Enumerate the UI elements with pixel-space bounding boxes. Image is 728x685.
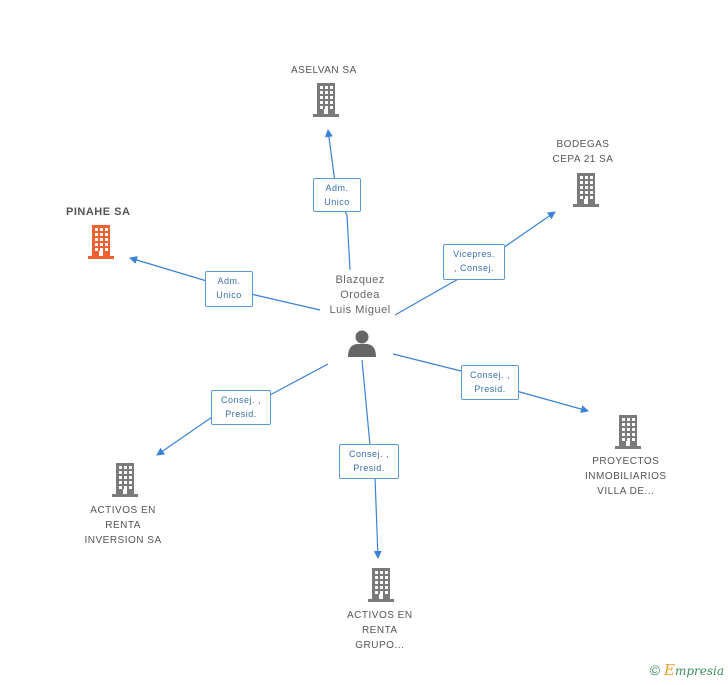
edge-label-bodegas[interactable]: Vicepres. , Consej. — [443, 244, 505, 280]
company-label-bodegas[interactable]: BODEGAS CEPA 21 SA — [553, 137, 614, 167]
brand-e: E — [663, 661, 675, 679]
building-icon-bodegas[interactable] — [573, 173, 599, 207]
company-label-activos-grupo[interactable]: ACTIVOS EN RENTA GRUPO... — [347, 608, 413, 653]
person-name-line: Blazquez — [335, 274, 385, 286]
company-label-proyectos-line: INMOBILIARIOS — [585, 471, 667, 482]
company-label-proyectos[interactable]: PROYECTOS INMOBILIARIOS VILLA DE... — [585, 454, 667, 499]
edge-role-text: Presid. — [474, 384, 506, 394]
building-icon-proyectos[interactable] — [615, 415, 641, 449]
edge-label-activos-grupo[interactable]: Consej. , Presid. — [339, 444, 399, 479]
person-name-line: Orodea — [340, 289, 380, 301]
edge-role-text: Consej. , — [469, 370, 511, 380]
edge-role-text: Unico — [324, 197, 350, 207]
edge-label-pinahe[interactable]: Adm. Unico — [205, 271, 253, 307]
edge-label-proyectos[interactable]: Consej. , Presid. — [461, 365, 519, 400]
company-label-proyectos-line: VILLA DE... — [597, 486, 655, 497]
company-label-bodegas-line: CEPA 21 SA — [552, 154, 614, 165]
edge-role-text: Vicepres. — [453, 249, 495, 259]
company-label-activos-inversion-line: RENTA — [105, 520, 141, 531]
edge-role-text: Adm. — [325, 183, 349, 193]
company-label-aselvan-line: ASELVAN SA — [291, 65, 357, 76]
company-label-activos-inversion-line: INVERSION SA — [84, 535, 162, 546]
building-icon-activos-inversion[interactable] — [112, 463, 138, 497]
person-name-line: Luis Miguel — [329, 304, 391, 316]
edge-role-text: Presid. — [225, 409, 257, 419]
edge-label-activos-inversion[interactable]: Consej. , Presid. — [211, 390, 271, 425]
company-label-aselvan[interactable]: ASELVAN SA — [291, 63, 357, 78]
company-label-proyectos-line: PROYECTOS — [592, 456, 660, 467]
company-label-activos-inversion-line: ACTIVOS EN — [90, 505, 156, 516]
company-label-pinahe[interactable]: PINAHE SA — [66, 205, 130, 220]
edge-role-text: Unico — [216, 290, 242, 300]
company-label-activos-inversion[interactable]: ACTIVOS EN RENTA INVERSION SA — [85, 503, 162, 548]
edge-role-text: Presid. — [353, 463, 385, 473]
edge-role-text: Consej. , — [220, 395, 262, 405]
company-label-activos-grupo-line: GRUPO... — [355, 640, 405, 651]
edge-role-text: Adm. — [217, 276, 241, 286]
company-label-bodegas-line: BODEGAS — [556, 139, 610, 150]
brand-name: mpresia — [674, 664, 724, 678]
edge-role-text: Consej. , — [348, 449, 390, 459]
copyright-icon: © — [649, 662, 660, 678]
company-label-pinahe-line: PINAHE SA — [66, 206, 131, 218]
building-icon-activos-grupo[interactable] — [368, 568, 394, 602]
edge-role-text: , Consej. — [453, 263, 495, 273]
company-label-activos-grupo-line: RENTA — [361, 625, 398, 636]
edge-label-aselvan[interactable]: Adm. Unico — [313, 178, 361, 212]
building-icon-pinahe[interactable] — [88, 225, 114, 259]
empresia-brand[interactable]: ©Empresia — [650, 661, 724, 679]
company-label-activos-grupo-line: ACTIVOS EN — [347, 610, 413, 621]
person-icon[interactable] — [348, 330, 376, 358]
building-icon-aselvan[interactable] — [313, 83, 339, 117]
